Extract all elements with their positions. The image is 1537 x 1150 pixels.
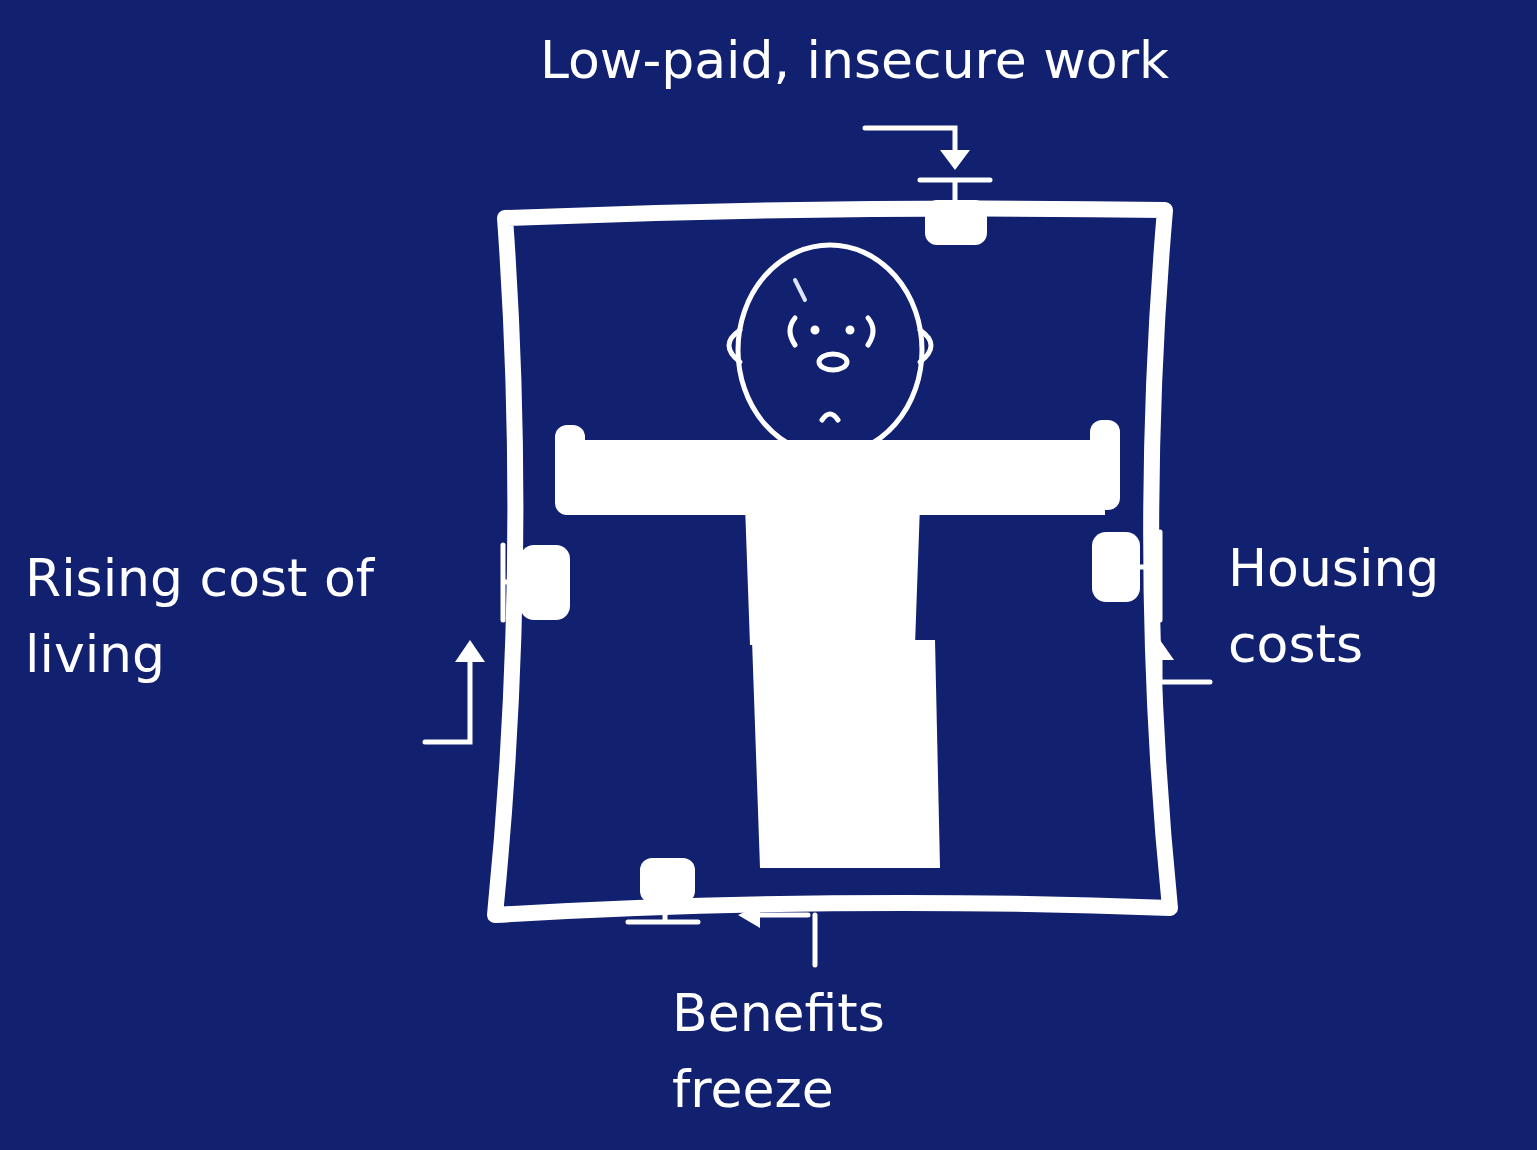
person-nose — [819, 354, 847, 370]
pressure-label: Benefits freeze — [672, 975, 1002, 1127]
person-hand — [555, 425, 585, 515]
person-legs — [752, 640, 940, 868]
person-body — [745, 505, 920, 645]
pressure-label: Low-paid, insecure work — [540, 22, 1220, 98]
pressure-label: Housing costs — [1228, 530, 1528, 682]
pressure-arrow — [865, 128, 955, 165]
clamp — [925, 200, 987, 245]
pressure-label: Rising cost of living — [25, 540, 425, 692]
person-eye — [847, 327, 853, 333]
arrow-head — [940, 150, 970, 170]
clamp — [1092, 532, 1140, 602]
squeezed-frame — [495, 209, 1170, 915]
sweat-drop — [795, 280, 805, 300]
person-hand — [1090, 420, 1120, 510]
clamp-screw — [628, 903, 698, 922]
clamp — [520, 545, 570, 620]
clamp-screw — [503, 545, 520, 620]
arrow-head — [1146, 640, 1174, 660]
person-eye — [812, 327, 818, 333]
person-mouth — [822, 414, 838, 420]
pressure-arrow — [425, 660, 470, 742]
arrow-head — [455, 640, 485, 662]
arrow-head — [738, 905, 760, 928]
clamp-screw — [1140, 532, 1160, 620]
clamp — [640, 858, 695, 903]
clamp-screw — [920, 180, 990, 200]
person-arms — [565, 440, 1105, 515]
person-ear — [729, 330, 740, 362]
person-eyes — [790, 318, 873, 345]
person-head — [738, 245, 922, 455]
person-ear — [920, 330, 931, 362]
